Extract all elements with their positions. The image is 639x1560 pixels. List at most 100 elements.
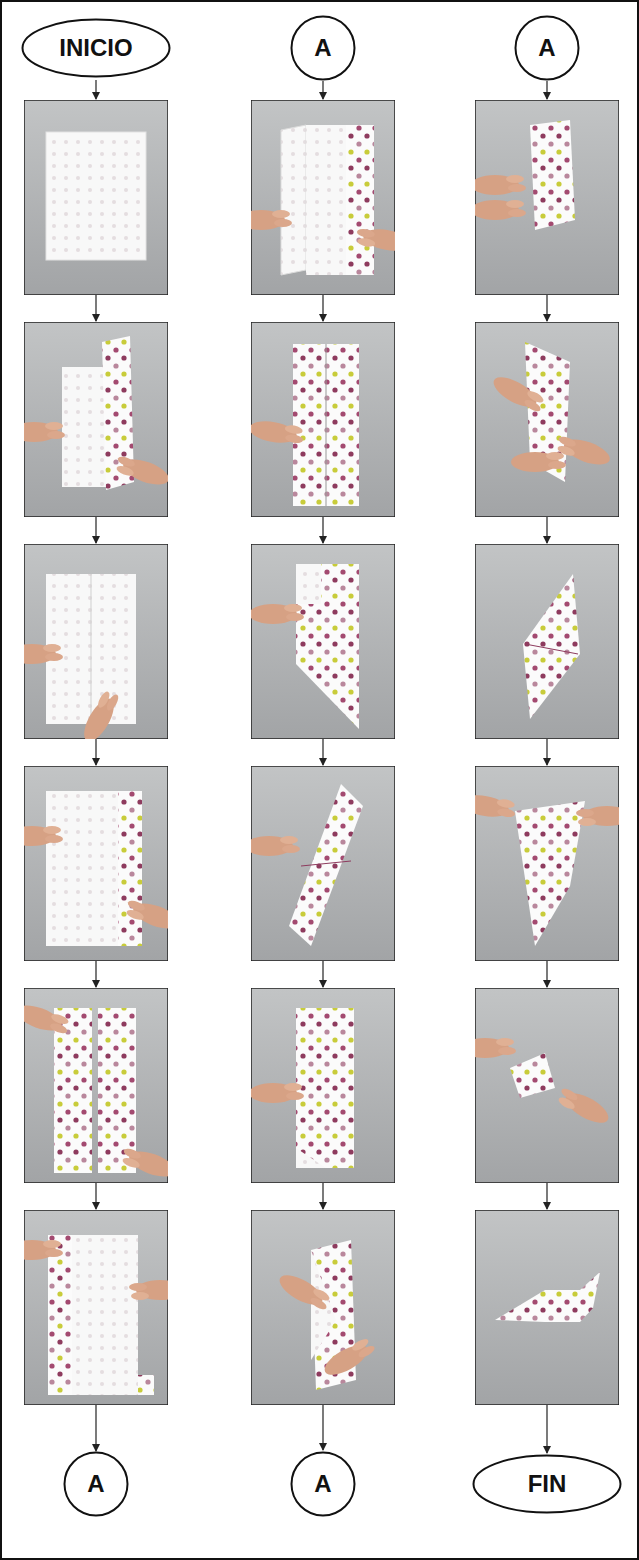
step-photo bbox=[475, 988, 619, 1183]
node-label: A bbox=[538, 36, 555, 60]
hand-figure bbox=[251, 418, 305, 447]
connector-circle: A bbox=[290, 1451, 356, 1517]
photo-shape bbox=[515, 801, 585, 946]
photo-shape bbox=[510, 1053, 555, 1098]
photo-shape bbox=[251, 766, 395, 961]
photo-shape bbox=[138, 1375, 154, 1395]
arrow-line bbox=[322, 961, 323, 987]
hand-figure bbox=[251, 1083, 304, 1103]
hand-figure bbox=[129, 1280, 168, 1300]
arrow-line bbox=[546, 81, 547, 99]
node-shape bbox=[516, 17, 579, 80]
photo-shape bbox=[523, 574, 580, 719]
arrow-line bbox=[546, 295, 547, 321]
step-photo bbox=[24, 988, 168, 1183]
step-photo bbox=[24, 100, 168, 295]
arrow-line bbox=[322, 81, 323, 99]
photo-shape bbox=[475, 100, 619, 295]
photo-shape bbox=[46, 791, 118, 946]
photo-shape bbox=[24, 766, 168, 961]
node-shape bbox=[292, 17, 355, 80]
arrow-line bbox=[95, 1405, 96, 1451]
photo-shape bbox=[475, 766, 619, 961]
arrow-line bbox=[322, 739, 323, 765]
arrow-line bbox=[546, 1183, 547, 1209]
photo-shape bbox=[62, 367, 110, 487]
connector-circle: A bbox=[290, 15, 356, 81]
start-terminal: INICIO bbox=[21, 18, 171, 78]
node-label: A bbox=[314, 36, 331, 60]
arrow-line bbox=[95, 961, 96, 987]
arrow-line bbox=[95, 80, 96, 99]
step-photo bbox=[251, 100, 395, 295]
photo-shape bbox=[296, 564, 359, 729]
photo-shape bbox=[525, 644, 578, 654]
arrow-line bbox=[322, 517, 323, 543]
hand-figure bbox=[475, 175, 526, 195]
photo-shape bbox=[346, 125, 374, 275]
photo-shape bbox=[495, 1290, 545, 1322]
photo-shape bbox=[281, 125, 306, 275]
node-shape bbox=[65, 1453, 128, 1516]
connector-circle: A bbox=[63, 1451, 129, 1517]
hand-figure bbox=[113, 452, 168, 490]
node-shape bbox=[23, 20, 170, 77]
step-photo bbox=[475, 100, 619, 295]
hand-figure bbox=[24, 1240, 63, 1260]
step-photo bbox=[251, 544, 395, 739]
arrow-line bbox=[95, 739, 96, 765]
hand-figure bbox=[24, 826, 63, 846]
photo-shape bbox=[580, 1272, 600, 1322]
hand-figure bbox=[78, 688, 123, 739]
photo-shape bbox=[48, 1235, 72, 1395]
connector-circle: A bbox=[514, 15, 580, 81]
hand-figure bbox=[119, 1144, 168, 1182]
step-photo bbox=[251, 322, 395, 517]
photo-shape bbox=[46, 132, 146, 260]
step-photo bbox=[24, 544, 168, 739]
hand-figure bbox=[475, 792, 517, 821]
node-label: FIN bbox=[528, 1472, 567, 1496]
photo-shape bbox=[118, 791, 142, 946]
photo-shape bbox=[289, 784, 363, 946]
photo-shape bbox=[475, 1210, 619, 1405]
step-photo bbox=[475, 766, 619, 961]
photo-shape bbox=[24, 100, 168, 295]
photo-shape bbox=[475, 322, 619, 517]
hand-figure bbox=[555, 1084, 613, 1129]
node-shape bbox=[474, 1456, 621, 1513]
photo-shape bbox=[251, 322, 395, 517]
step-photo bbox=[251, 766, 395, 961]
hand-figure bbox=[251, 836, 300, 856]
hand-figure bbox=[475, 1038, 516, 1058]
arrow-line bbox=[546, 1405, 547, 1453]
hand-figure bbox=[355, 225, 395, 254]
photo-shape bbox=[306, 125, 346, 275]
hand-figure bbox=[511, 452, 566, 472]
hand-figure bbox=[275, 1269, 333, 1314]
photo-shape bbox=[301, 861, 351, 866]
step-photo bbox=[24, 322, 168, 517]
step-photo bbox=[251, 988, 395, 1183]
node-shape bbox=[292, 1453, 355, 1516]
photo-shape bbox=[326, 344, 327, 506]
photo-shape bbox=[98, 1008, 136, 1173]
hand-figure bbox=[251, 210, 292, 230]
arrow-line bbox=[322, 1405, 323, 1450]
hand-figure bbox=[475, 200, 526, 220]
arrow-line bbox=[322, 295, 323, 321]
hand-figure bbox=[251, 604, 304, 624]
arrow-line bbox=[95, 295, 96, 321]
photo-shape bbox=[24, 1210, 168, 1405]
arrow-line bbox=[546, 961, 547, 987]
photo-shape bbox=[251, 544, 395, 739]
hand-figure bbox=[489, 371, 547, 416]
photo-shape bbox=[296, 1148, 326, 1168]
hand-figure bbox=[320, 1336, 378, 1381]
photo-shape bbox=[530, 120, 575, 230]
step-photo bbox=[475, 544, 619, 739]
step-photo bbox=[475, 322, 619, 517]
node-label: A bbox=[87, 1472, 104, 1496]
